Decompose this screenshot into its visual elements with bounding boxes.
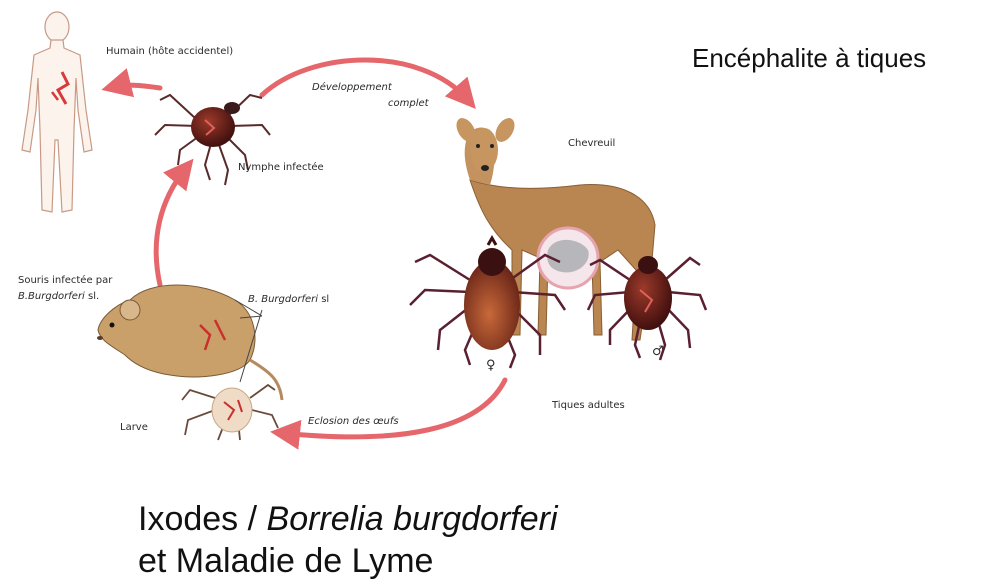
- label-bacteria-italic: B. Burgdorferi: [248, 294, 318, 305]
- arrow-adult-to-larva: [282, 380, 505, 437]
- caption-line2: et Maladie de Lyme: [138, 542, 433, 581]
- label-infected-mouse: Souris infectée par: [18, 275, 112, 286]
- label-infected-nymph: Nymphe infectée: [238, 162, 324, 173]
- cycle-arrows: [113, 60, 505, 437]
- label-human: Humain (hôte accidentel): [106, 46, 233, 57]
- arrow-nymph-to-deer: [262, 60, 468, 100]
- magnified-bacteria-circle: [538, 228, 598, 288]
- label-bacteria: B. Burgdorferi sl: [248, 294, 329, 305]
- label-bacteria-suffix: sl: [318, 294, 329, 305]
- label-infected-mouse-species: B.Burgdorferi sl.: [18, 291, 99, 302]
- label-development: Développement: [312, 82, 392, 93]
- label-roe-deer: Chevreuil: [568, 138, 615, 149]
- male-symbol: ♂: [652, 344, 664, 359]
- label-hatching: Eclosion des œufs: [308, 416, 399, 427]
- female-symbol: ♀: [486, 358, 496, 373]
- label-mouse-species-suffix: sl.: [85, 291, 99, 302]
- male-adult-tick: [588, 256, 706, 360]
- label-larva: Larve: [120, 422, 148, 433]
- label-adult-ticks: Tiques adultes: [552, 400, 625, 411]
- caption-ixodes: Ixodes /: [138, 500, 267, 538]
- arrow-mouse-to-nymph: [156, 168, 186, 285]
- label-development-complete: complet: [388, 98, 429, 109]
- heading-tick-encephalitis: Encéphalite à tiques: [692, 43, 926, 74]
- human-figure: [22, 12, 92, 212]
- arrow-nymph-to-human: [113, 85, 160, 88]
- label-mouse-species-italic: B.Burgdorferi: [18, 291, 85, 302]
- caption-borrelia: Borrelia burgdorferi: [267, 500, 558, 538]
- caption-line1: Ixodes / Borrelia burgdorferi: [138, 500, 558, 539]
